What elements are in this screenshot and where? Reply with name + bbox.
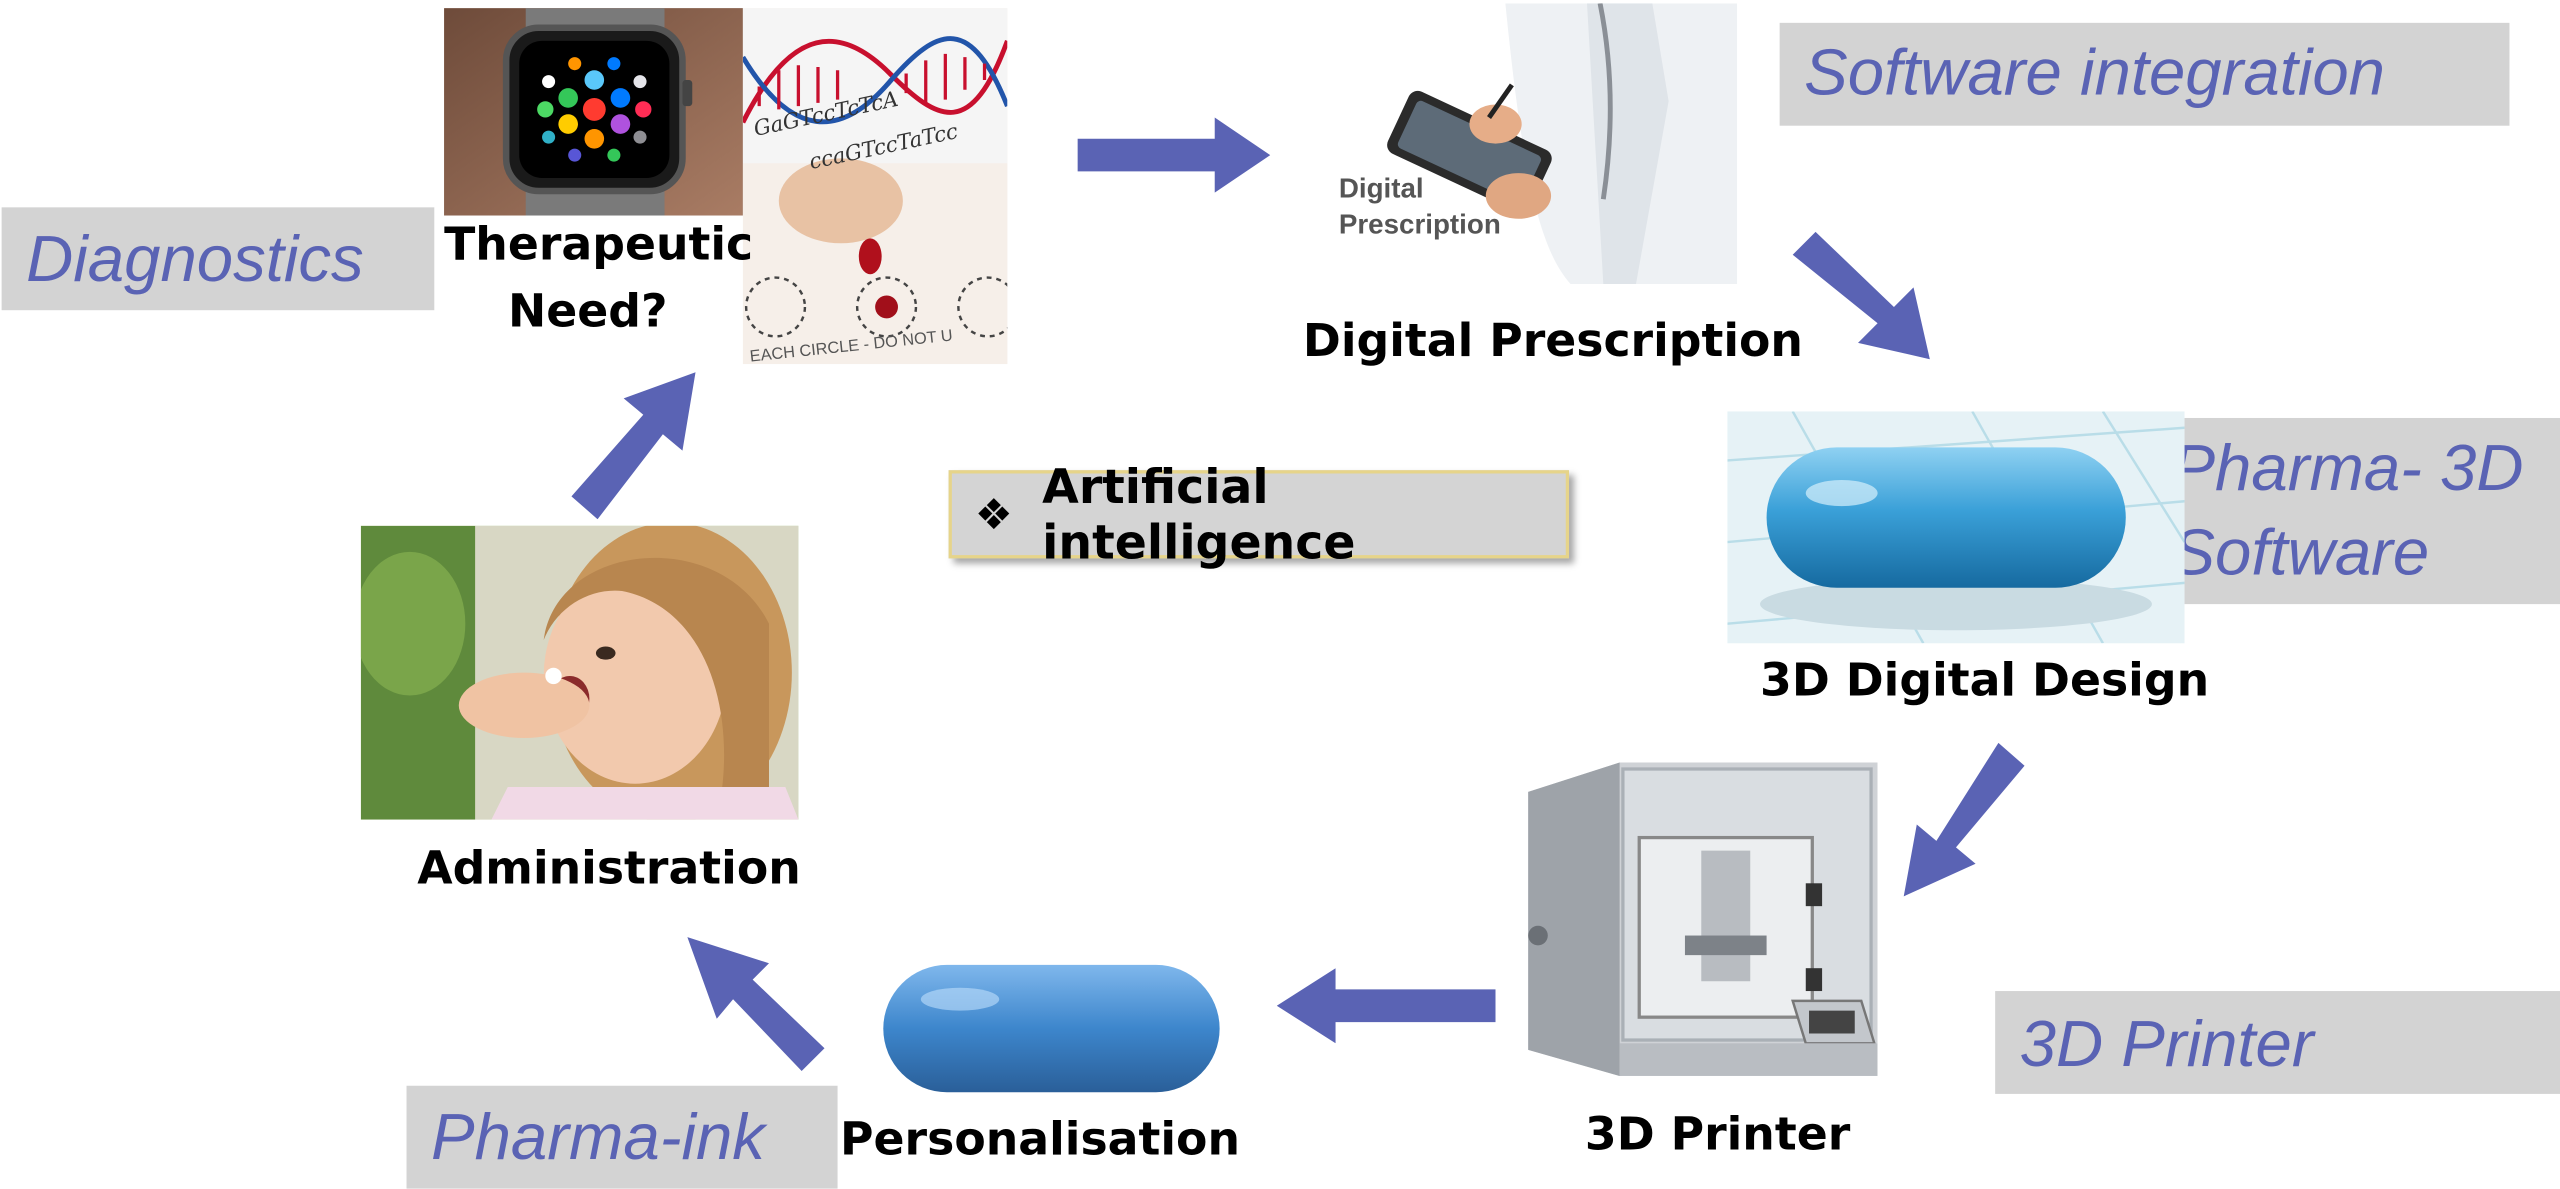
arrow-to-prescription <box>1077 117 1271 193</box>
3d-digital-design-caption: 3D Digital Design <box>1760 653 2210 707</box>
personalised-pill-image <box>883 964 1220 1093</box>
diagnostics-label: Diagnostics <box>26 223 364 296</box>
arrow-to-personalisation <box>1276 968 1496 1044</box>
smartwatch-photo <box>444 8 743 216</box>
administration-caption: Administration <box>417 840 801 895</box>
dna-blood-test-photo: GaGTccTcTcA ccaGTccTaTcc EACH CIRCLE - D… <box>742 8 1008 365</box>
arrow-to-printer <box>1903 742 2025 897</box>
personalisation-caption: Personalisation <box>840 1111 1241 1166</box>
software-integration-label: Software integration <box>1804 37 2385 110</box>
3d-printer-photo <box>1498 755 1878 1099</box>
child-taking-pill-photo <box>360 525 799 820</box>
arrow-to-therapeutic-need <box>571 372 696 520</box>
pharma-3d-software-label-line2: Software <box>2171 517 2430 590</box>
artificial-intelligence-box: ❖ Artificial intelligence <box>948 459 1570 570</box>
pharma-3d-software-label-box <box>2145 417 2560 605</box>
diagnostics-label-box <box>1 207 435 311</box>
3d-printer-caption: 3D Printer <box>1584 1106 1851 1161</box>
3d-pill-design-render <box>1727 411 2185 644</box>
tablet-text-line1: Digital <box>1338 173 1424 205</box>
therapeutic-need-caption-line2: Need? <box>507 284 668 338</box>
tablet-text-line2: Prescription <box>1338 208 1501 241</box>
arrow-to-administration <box>687 937 825 1072</box>
pharma-ink-label-box <box>406 1085 838 1189</box>
digital-prescription-caption: Digital Prescription <box>1302 313 1803 368</box>
therapeutic-need-caption-line1: Therapeutic <box>444 217 754 272</box>
software-integration-label-box <box>1779 22 2510 126</box>
3d-printer-label-box <box>1995 991 2560 1094</box>
diamond-bullet-icon: ❖ <box>974 488 1013 538</box>
pharma-ink-label: Pharma-ink <box>431 1102 765 1174</box>
pharma-3d-software-label-line1: Pharma- 3D <box>2171 432 2524 505</box>
doctor-tablet-photo: Digital Prescription <box>1325 3 1738 285</box>
artificial-intelligence-label: Artificial intelligence <box>1042 458 1356 570</box>
3d-printer-label: 3D Printer <box>2019 1009 2314 1081</box>
arrow-to-digital-design <box>1792 231 1930 360</box>
